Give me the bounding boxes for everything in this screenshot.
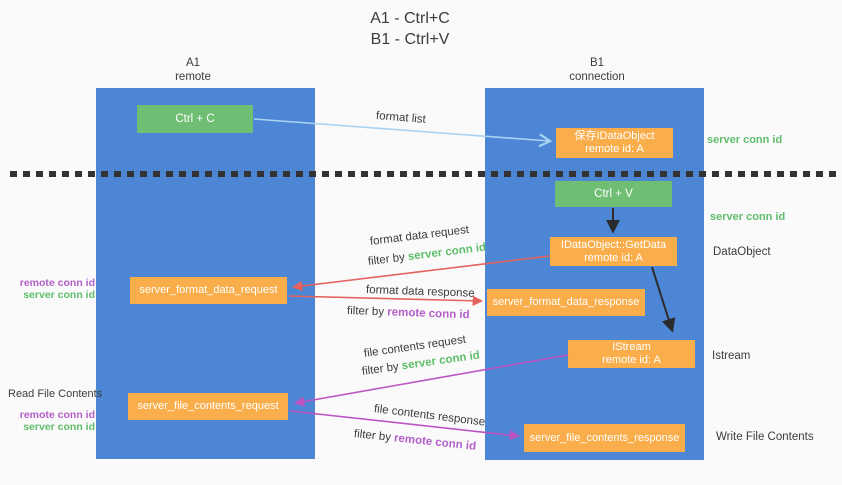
- file-response-label: server_file_contents_response: [529, 431, 680, 444]
- lane-a1-role: remote: [175, 70, 211, 83]
- getdata-line2: remote id: A: [584, 251, 643, 264]
- diagram-title: A1 - Ctrl+C B1 - Ctrl+V: [300, 8, 520, 50]
- conn-id-stack-top: remote conn id server conn id: [8, 277, 95, 301]
- write-file-contents-label: Write File Contents: [716, 431, 814, 443]
- format-data-response-label: format data response: [365, 284, 475, 300]
- remote-conn-id-inline-2: remote conn id: [393, 432, 477, 453]
- lane-b1-name: B1: [589, 57, 605, 69]
- server-conn-id-bottom-left: server conn id: [23, 420, 95, 433]
- lane-header-a1: A1 remote: [133, 57, 253, 84]
- save-idataobject-line2: remote id: A: [585, 143, 644, 155]
- istream-line1: IStream: [612, 341, 651, 353]
- node-server-file-contents-request: server_file_contents_request: [128, 393, 288, 420]
- read-file-contents-label: Read File Contents: [8, 388, 103, 400]
- ctrl-c-label: Ctrl + C: [175, 112, 215, 125]
- node-server-format-data-request: server_format_data_request: [130, 277, 287, 304]
- node-server-file-contents-response: server_file_contents_response: [524, 424, 685, 452]
- filter-by-prefix-2: filter by: [346, 305, 388, 319]
- remote-conn-id-top: remote conn id: [19, 277, 95, 289]
- filter-by-remote-conn-id-label-1: filter by remote conn id: [347, 305, 470, 321]
- istream-side-label: Istream: [712, 350, 751, 362]
- node-idataobject-getdata: IDataObject::GetData remote id: A: [550, 237, 677, 266]
- filter-by-prefix-3: filter by: [361, 360, 403, 378]
- dataobject-label: DataObject: [713, 246, 771, 258]
- conn-id-stack-bottom: remote conn id server conn id: [8, 409, 95, 433]
- title-line-2: B1 - Ctrl+V: [370, 31, 450, 48]
- lane-a1-name: A1: [185, 57, 201, 69]
- remote-conn-id-bottom: remote conn id: [19, 409, 95, 421]
- remote-conn-id-inline-1: remote conn id: [387, 306, 470, 322]
- filter-by-prefix-4: filter by: [353, 428, 395, 445]
- server-conn-id-label-mid: server conn id: [710, 211, 786, 223]
- file-contents-response-label: file contents response: [373, 403, 486, 429]
- ctrl-v-label: Ctrl + V: [594, 187, 633, 200]
- format-response-label: server_format_data_response: [492, 296, 640, 308]
- node-server-format-data-response: server_format_data_response: [487, 289, 645, 316]
- node-istream: IStream remote id: A: [568, 340, 695, 368]
- node-ctrl-v: Ctrl + V: [555, 181, 672, 207]
- getdata-line1: IDataObject::GetData: [560, 238, 667, 251]
- server-conn-id-inline-1: server conn id: [407, 241, 487, 264]
- format-request-label: server_format_data_request: [139, 284, 278, 296]
- node-ctrl-c: Ctrl + C: [137, 105, 253, 133]
- lane-b1-role: connection: [569, 70, 625, 83]
- node-save-idataobject: 保存IDataObject remote id: A: [556, 128, 673, 158]
- server-conn-id-label-top: server conn id: [707, 134, 783, 146]
- phase-separator-dashed-line: [10, 171, 836, 177]
- istream-line2: remote id: A: [602, 354, 661, 366]
- format-list-label: format list: [375, 110, 427, 126]
- server-conn-id-top-left: server conn id: [23, 288, 95, 301]
- lane-header-b1: B1 connection: [537, 57, 657, 84]
- filter-by-remote-conn-id-label-2: filter by remote conn id: [353, 428, 476, 453]
- filter-by-prefix-1: filter by: [367, 251, 409, 268]
- save-idataobject-line1: 保存IDataObject: [574, 130, 655, 142]
- title-line-1: A1 - Ctrl+C: [370, 10, 450, 27]
- file-request-label: server_file_contents_request: [137, 400, 279, 412]
